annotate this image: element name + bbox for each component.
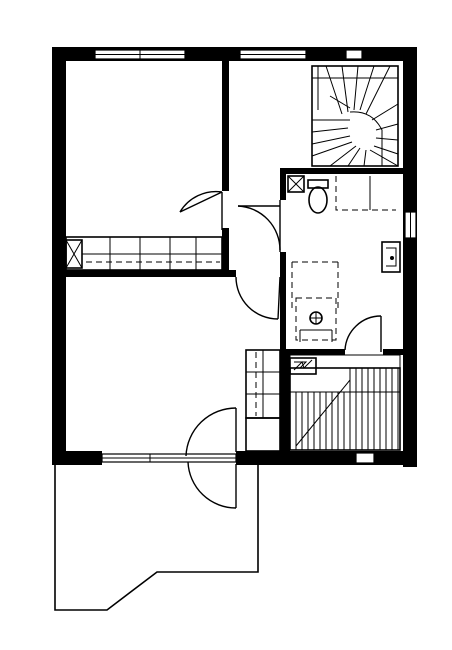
- bathroom-counter: [335, 176, 396, 211]
- doors: [179, 190, 382, 509]
- built-in-wardrobe-right: [245, 349, 281, 419]
- bathroom-fixtures: [287, 175, 401, 375]
- shower-tray: [291, 261, 339, 312]
- wash-basin: [381, 241, 401, 273]
- door-bathroom-inner: [344, 315, 382, 352]
- window-bottom-right: [355, 452, 375, 464]
- door-balcony: [185, 407, 237, 509]
- toilet-bowl: [308, 186, 328, 214]
- door-bathroom: [237, 200, 281, 252]
- interior-walls: [66, 61, 403, 452]
- electrical-panel: [289, 357, 317, 375]
- storage-cabinet: [245, 417, 281, 452]
- balcony-outline: [54, 462, 259, 611]
- door-top-left-room: [179, 190, 223, 230]
- window-top-right: [345, 49, 363, 60]
- toilet-tank: [307, 179, 329, 189]
- stair-treads: [295, 368, 399, 450]
- ventilation-shaft: [287, 175, 305, 193]
- built-in-wardrobe-left: [65, 236, 223, 271]
- bottom-windows: [101, 452, 375, 464]
- straight-staircase: [289, 354, 401, 451]
- door-bottom-left-room: [235, 276, 281, 320]
- winding-staircase: [311, 65, 399, 167]
- wall-stub: [236, 451, 246, 465]
- top-windows: [94, 49, 363, 60]
